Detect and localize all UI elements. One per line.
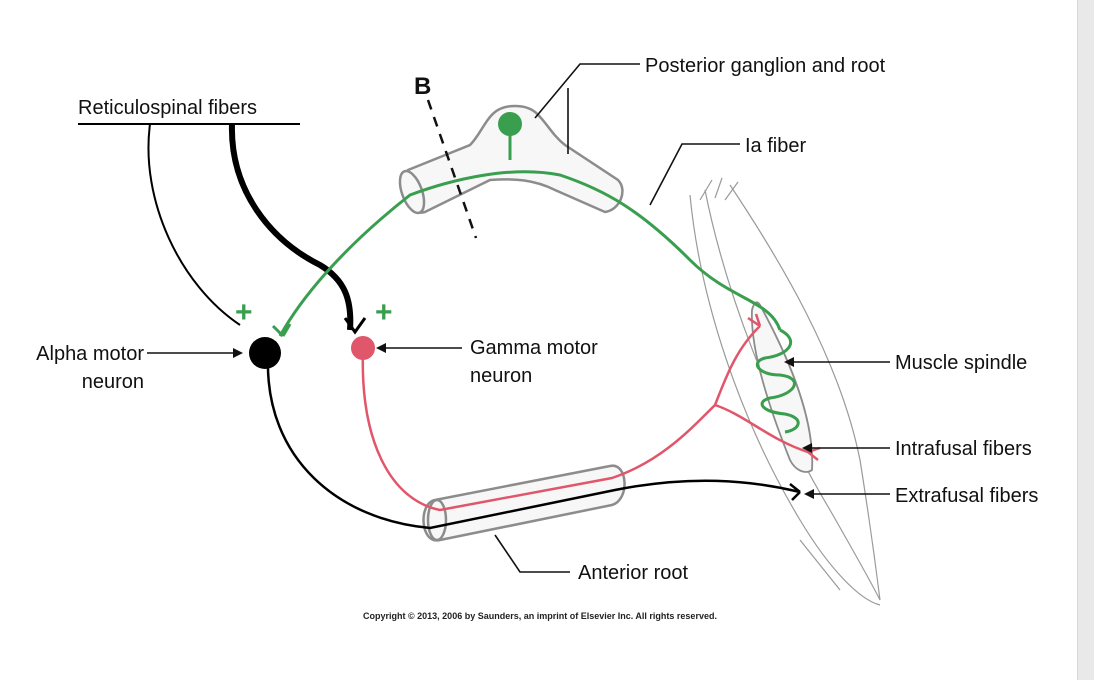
leader-arrowheads <box>233 343 814 499</box>
muscle-spindle-capsule <box>751 301 814 473</box>
gamma-excitatory-plus: + <box>375 296 393 329</box>
anterior-root-tube <box>422 464 626 542</box>
gamma-motor-axon <box>361 349 716 512</box>
b-cut-line <box>426 99 478 239</box>
annulospiral-ending <box>755 328 800 434</box>
b-marker-label: B <box>414 73 431 100</box>
anterior-root-end <box>426 498 448 542</box>
ia-sensory-fiber <box>278 170 782 337</box>
gamma-label-line1: Gamma motor <box>470 337 598 359</box>
muscle-outline <box>689 177 881 606</box>
alpha-label-line2: neuron <box>82 371 144 393</box>
reticulospinal-fibers <box>78 123 367 335</box>
reticulospinal-label: Reticulospinal fibers <box>78 97 257 119</box>
leader-lines <box>147 63 890 573</box>
alpha-excitatory-plus: + <box>235 296 253 329</box>
extrafusal-label: Extrafusal fibers <box>895 485 1038 507</box>
intrafusal-label: Intrafusal fibers <box>895 438 1032 460</box>
ia-fiber-ending <box>271 323 292 338</box>
vertical-scrollbar[interactable] <box>1077 0 1094 680</box>
posterior-ganglion-label: Posterior ganglion and root <box>645 55 886 77</box>
posterior-ganglion-cell <box>498 112 522 136</box>
alpha-motor-neuron <box>249 337 281 369</box>
anterior-root-label: Anterior root <box>578 562 688 584</box>
alpha-label-line1: Alpha motor <box>36 343 144 365</box>
muscle-spindle-label: Muscle spindle <box>895 352 1027 374</box>
extrafusal-ending <box>789 483 801 501</box>
gamma-label-line2: neuron <box>470 365 532 387</box>
ia-fiber-label: Ia fiber <box>745 135 806 157</box>
gamma-motor-neuron <box>351 336 375 360</box>
alpha-motor-axon <box>266 357 801 530</box>
posterior-root-end <box>398 169 426 215</box>
copyright-notice: Copyright © 2013, 2006 by Saunders, an i… <box>363 611 717 621</box>
